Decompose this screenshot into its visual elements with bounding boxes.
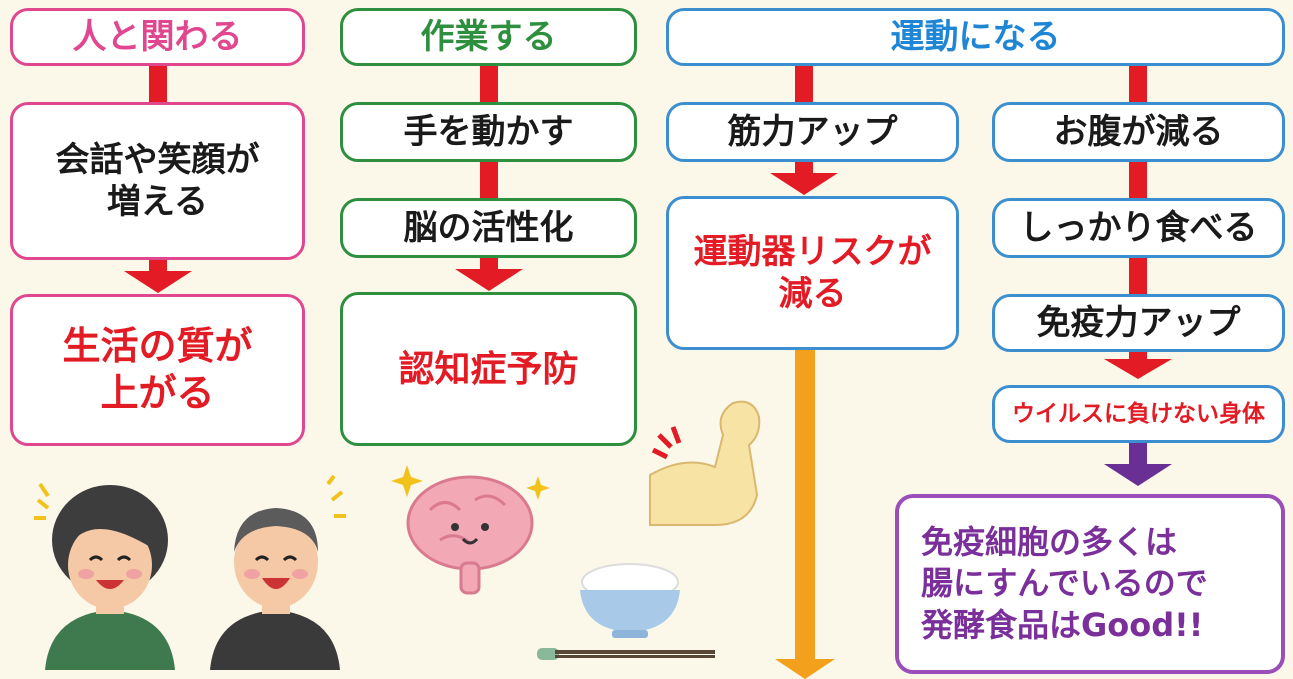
ex-left-step1-box: 筋力アップ: [666, 102, 959, 162]
work-step1-box: 手を動かす: [340, 102, 637, 162]
ex-right-step2-box: しっかり食べる: [992, 198, 1285, 258]
brain-icon: [391, 465, 550, 595]
header-work: 作業する: [340, 8, 637, 66]
ex-left-result-box: 運動器リスクが 減る: [666, 196, 959, 350]
ex-right-step1-text: お腹が減る: [1053, 111, 1224, 152]
work-result-box: 認知症予防: [340, 292, 637, 446]
ex-right-step2-text: しっかり食べる: [1019, 207, 1258, 248]
social-result-box: 生活の質が 上がる: [10, 294, 305, 446]
ex-left-result-text: 運動器リスクが 減る: [693, 231, 932, 315]
header-exercise-label: 運動になる: [890, 16, 1061, 57]
elderly-woman-icon: [34, 482, 175, 670]
header-social-label: 人と関わる: [72, 16, 243, 57]
work-step1-text: 手を動かす: [403, 111, 574, 152]
man-sparkle-icon: [326, 474, 346, 518]
ex-right-note-box: 免疫細胞の多くは 腸にすんでいるので 発酵食品はGood!!: [895, 494, 1285, 674]
ex-right-result-text: ウイルスに負けない身体: [1012, 400, 1265, 427]
ex-left-step1-text: 筋力アップ: [727, 111, 898, 152]
work-result-text: 認知症予防: [398, 348, 579, 390]
rice-bowl-icon: [580, 563, 680, 638]
social-result-text: 生活の質が 上がる: [62, 323, 253, 416]
social-step1-box: 会話や笑顔が 増える: [10, 102, 305, 260]
chopsticks-icon: [537, 648, 715, 660]
work-step2-box: 脳の活性化: [340, 198, 637, 258]
work-step2-text: 脳の活性化: [403, 207, 574, 248]
ex-right-step3-text: 免疫力アップ: [1036, 302, 1241, 343]
flexed-arm-icon: [649, 400, 761, 526]
elderly-man-icon: [210, 474, 346, 670]
ex-right-note-text: 免疫細胞の多くは 腸にすんでいるので 発酵食品はGood!!: [921, 522, 1208, 644]
header-social: 人と関わる: [10, 8, 305, 66]
header-work-label: 作業する: [420, 16, 557, 57]
woman-sparkle-icon: [34, 482, 50, 520]
ex-right-step1-box: お腹が減る: [992, 102, 1285, 162]
social-step1-text: 会話や笑顔が 増える: [55, 139, 260, 223]
ex-right-result-box: ウイルスに負けない身体: [992, 385, 1285, 443]
header-exercise: 運動になる: [666, 8, 1285, 66]
ex-right-step3-box: 免疫力アップ: [992, 294, 1285, 352]
